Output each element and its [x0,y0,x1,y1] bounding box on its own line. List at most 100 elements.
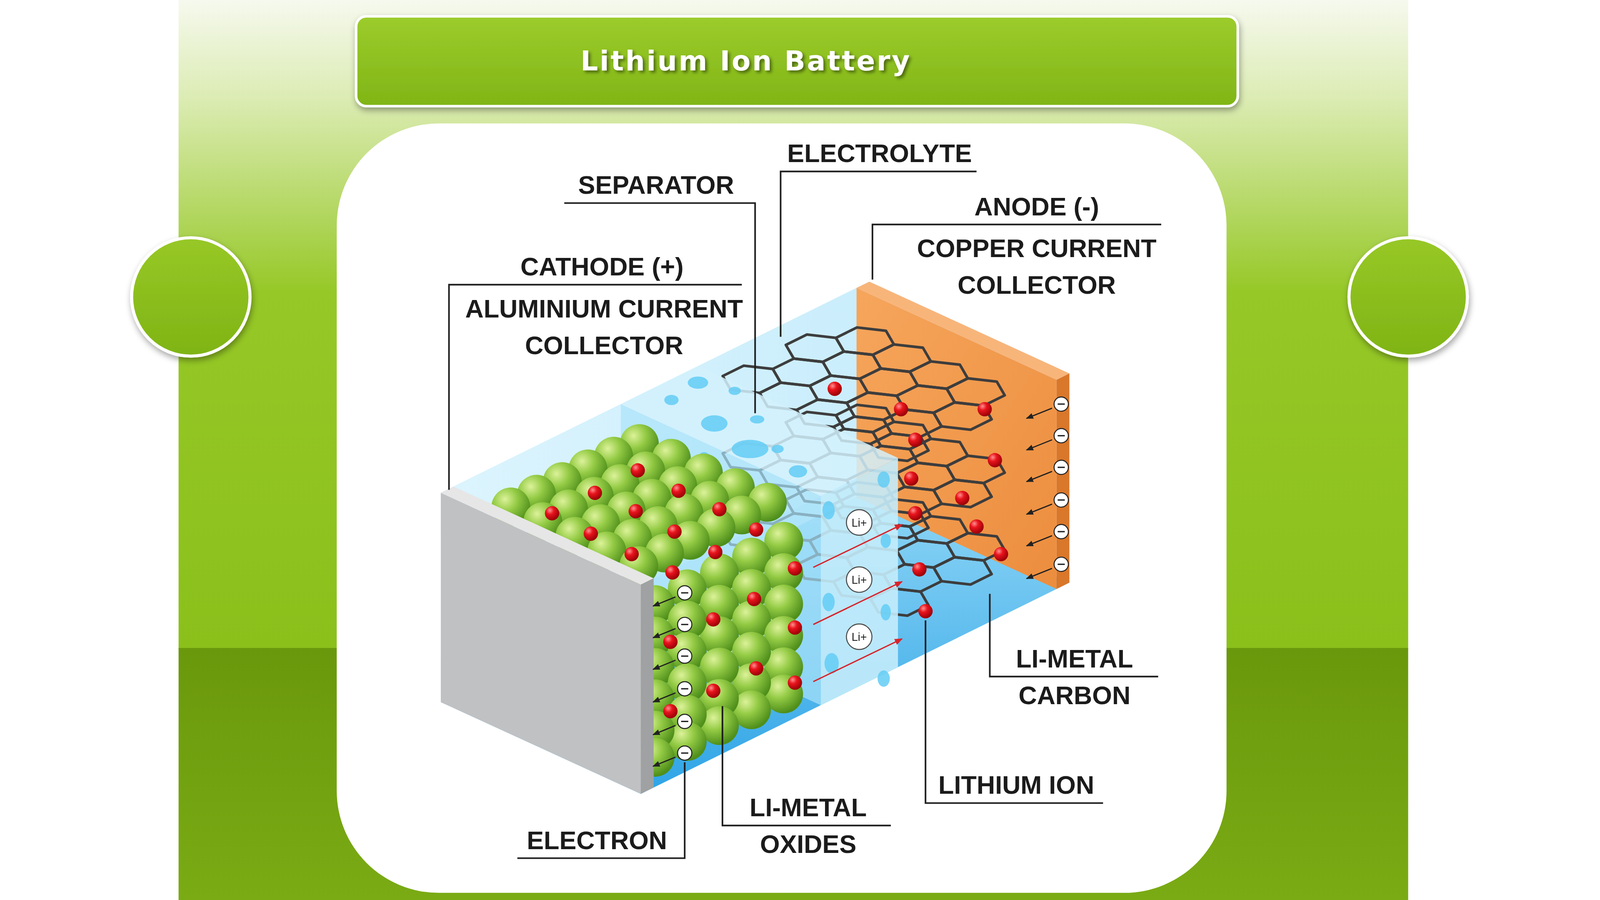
aluminium-collector-edge [640,578,654,794]
electron-arrow [652,660,676,670]
pore [822,500,835,520]
electron-arrow [652,692,676,703]
pore [728,386,741,395]
pore [700,415,728,432]
electron-arrow [1026,440,1053,450]
carbon-hexagon [946,378,1005,406]
lithium-dot [545,506,560,521]
electron-symbol [677,585,692,600]
minus-sign [681,752,689,754]
part-label: CARBON [1018,682,1131,710]
electron-symbol [1054,524,1069,539]
cathode-electrons [652,585,692,767]
pore [687,376,709,389]
electron-arrow [1026,568,1053,579]
carbon-hexagon [872,344,931,373]
electron-symbol [677,617,692,632]
electron-symbol [677,714,692,729]
carbon-hexagon [872,421,931,450]
lithium-dot [918,604,933,619]
lithium-dot [671,483,686,498]
lithium-dot [665,565,680,580]
diagram-title: Lithium Ion Battery [580,44,912,78]
pore [822,592,835,612]
electron-arrow [1026,504,1053,515]
minus-sign [1057,435,1065,437]
lithium-dot [787,620,803,635]
lithium-dot [977,402,992,417]
lithium-dot [708,545,723,560]
lithium-dot [712,502,727,517]
electron-symbol [1054,492,1069,508]
part-label: COPPER CURRENT COLLECTOR [909,229,1165,303]
part-label: OXIDES [760,830,857,859]
lithium-dot [706,612,721,627]
electron-arrow [1026,471,1053,482]
leader-line [722,706,891,826]
white-card [336,123,1227,893]
minus-sign [1057,530,1065,533]
ion-circle: Li+ [845,623,873,650]
minus-sign [1057,466,1065,468]
leader-line [517,762,685,858]
minus-sign [681,720,689,723]
anode-electrons [1026,397,1069,579]
ion-circle: Li+ [845,509,873,536]
minus-sign [681,687,689,690]
minus-sign [1057,499,1065,501]
ion-label: Li+ [851,631,868,643]
part-label: ALUMINIUM CURRENT COLLECTOR [460,290,748,364]
pore [788,465,808,478]
electron-symbol [1054,460,1069,475]
pore [877,670,890,687]
electron-symbol [1054,397,1069,412]
electron-symbol [677,745,692,760]
carbon-hexagon [933,402,992,430]
lithium-dot [787,675,803,690]
lithium-dot [993,547,1008,562]
deco-circle [1349,237,1468,357]
electron-symbol [677,681,692,696]
pore [880,533,891,548]
minus-sign [681,655,689,657]
part-label: LI-METAL [749,794,867,823]
part-label: ELECTROLYTE [787,140,972,168]
electron-arrow [652,597,676,607]
electron-arrow [652,725,676,735]
part-label: ELECTRON [526,826,668,855]
title-bar [356,16,1238,107]
separator-front [820,457,898,705]
pore [750,415,765,424]
electron-arrow [1026,408,1053,419]
lithium-dot [706,683,721,698]
lithium-dot [663,704,678,719]
ion-circle: Li+ [845,566,873,593]
lithium-dot [749,522,764,537]
deco-circle [131,237,250,357]
electron-arrow [652,757,676,767]
lithium-dot [624,547,639,562]
ion-label: Li+ [851,516,868,528]
leader-line [990,593,1159,677]
lithium-dot [583,526,598,541]
minus-sign [681,623,689,625]
carbon-hexagon [835,405,894,433]
lithium-dot [749,661,764,676]
part-label: LITHIUM ION [938,771,1095,800]
lithium-dot [893,402,908,417]
lithium-dot [663,634,678,649]
lithium-dot [987,452,1003,468]
electron-symbol [677,649,692,664]
lithium-dot [587,485,603,500]
lithium-dot [628,504,643,519]
lithium-dot [787,561,803,576]
part-label: CATHODE (+) [520,253,684,282]
pore [664,395,679,405]
lithium-dot [908,432,923,447]
lithium-dot [908,506,923,521]
electron-symbol [1054,557,1069,572]
lithium-dot [904,471,919,486]
